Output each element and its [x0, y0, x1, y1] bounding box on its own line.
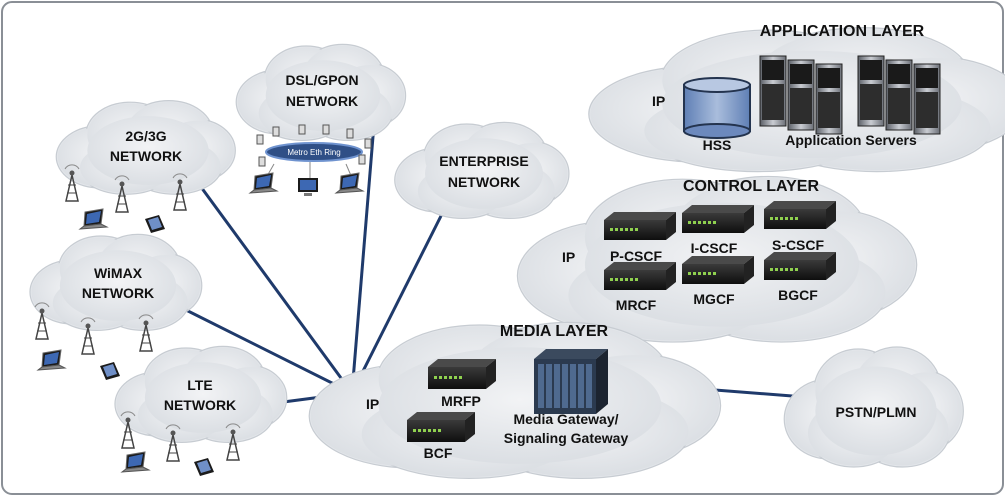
wimax-laptop-icon — [36, 349, 67, 371]
lte-tower-3-icon — [225, 423, 241, 461]
p-cscf-icon — [604, 212, 676, 240]
mgcf-icon — [682, 256, 754, 284]
i-cscf-label: I-CSCF — [690, 240, 738, 256]
2g3g-laptop-icon — [78, 208, 109, 230]
enterprise-network-cloud — [394, 121, 570, 220]
link-2g3g — [188, 171, 354, 394]
lte-network-title: LTE — [187, 377, 213, 393]
wimax-tower-2-icon — [80, 317, 96, 355]
media-ip-label: IP — [366, 396, 380, 412]
lte-laptop-icon — [120, 451, 151, 473]
control-ip-label: IP — [562, 249, 576, 265]
mrcf-label: MRCF — [615, 297, 657, 313]
application-ip-label: IP — [652, 93, 666, 109]
link-enterprise — [350, 201, 450, 394]
signaling-gateway-label: Signaling Gateway — [503, 430, 629, 446]
lte-network-subtitle: NETWORK — [163, 397, 237, 413]
pstn-plmn-cloud — [783, 346, 964, 468]
control-layer-title: CONTROL LAYER — [682, 178, 820, 195]
dsl-network-title: DSL/GPON — [285, 72, 359, 88]
2g3g-network-title: 2G/3G — [125, 128, 167, 144]
application-layer-title: APPLICATION LAYER — [759, 23, 925, 40]
bgcf-icon — [764, 252, 836, 280]
bcf-label: BCF — [423, 445, 453, 461]
bcf-icon — [407, 412, 475, 442]
2g3g-tower-3-icon — [172, 173, 188, 211]
link-wimax — [169, 300, 353, 395]
clouds — [29, 26, 1005, 480]
2g3g-network-subtitle: NETWORK — [109, 148, 183, 164]
2g3g-tower-2-icon — [114, 175, 130, 213]
application-servers-icon — [759, 55, 941, 135]
bgcf-label: BGCF — [778, 287, 818, 303]
i-cscf-icon — [682, 205, 754, 233]
2g3g-tower-1-icon — [64, 164, 80, 202]
mgcf-label: MGCF — [693, 291, 735, 307]
wimax-handheld-icon — [100, 362, 120, 380]
wimax-tower-3-icon — [138, 314, 154, 352]
hss-database-icon — [683, 77, 751, 139]
link-dsl — [350, 111, 377, 394]
mrfp-label: MRFP — [441, 393, 481, 409]
media-gateway-label: Media Gateway/ — [513, 411, 619, 427]
enterprise-network-subtitle: NETWORK — [447, 174, 521, 190]
2g3g-handheld-icon — [145, 215, 165, 233]
dsl-network-subtitle: NETWORK — [285, 93, 359, 109]
media-gateway-icon — [534, 349, 608, 414]
dsl-desktop-icon — [298, 178, 318, 196]
lte-tower-1-icon — [120, 411, 136, 449]
dsl-laptop-1-icon — [248, 172, 279, 194]
mrcf-icon — [604, 262, 676, 290]
hss-label: HSS — [702, 137, 732, 153]
pstn-plmn-label: PSTN/PLMN — [835, 404, 917, 420]
wimax-tower-1-icon — [34, 302, 50, 340]
metro-eth-ring-icon — [256, 124, 372, 179]
dsl-laptop-2-icon — [334, 172, 365, 194]
wimax-network-cloud — [29, 233, 203, 332]
enterprise-network-title: ENTERPRISE — [439, 153, 529, 169]
wimax-network-subtitle: NETWORK — [81, 285, 155, 301]
s-cscf-icon — [764, 201, 836, 229]
lte-network-cloud — [114, 345, 288, 444]
lte-tower-2-icon — [165, 424, 181, 462]
application-servers-label: Application Servers — [785, 132, 917, 148]
metro-eth-ring-label: Metro Eth Ring — [287, 148, 341, 157]
device-icons — [34, 55, 941, 476]
s-cscf-label: S-CSCF — [771, 237, 825, 253]
mrfp-icon — [428, 359, 496, 389]
wimax-network-title: WiMAX — [93, 265, 143, 281]
media-layer-title: MEDIA LAYER — [499, 323, 609, 340]
lte-handheld-icon — [194, 458, 214, 476]
p-cscf-label: P-CSCF — [609, 248, 663, 264]
g23-network-cloud — [55, 100, 236, 195]
